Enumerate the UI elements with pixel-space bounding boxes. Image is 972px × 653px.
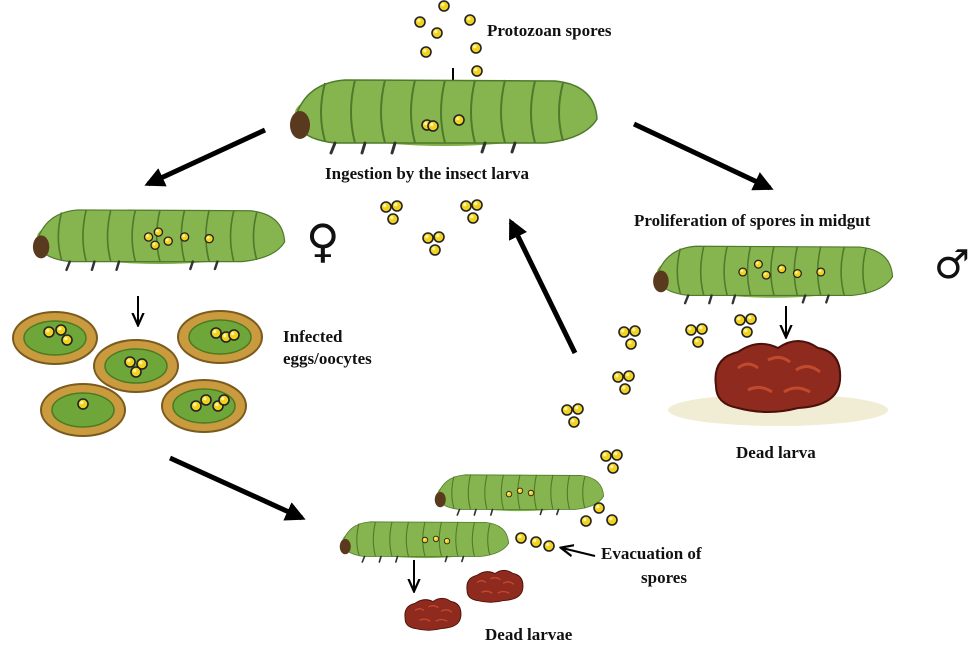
- arrow-top-to-right: [634, 124, 770, 188]
- infected-eggs: [13, 311, 262, 436]
- larva-evacuating-upper: [435, 475, 604, 515]
- male-symbol: ♂: [934, 245, 970, 285]
- female-symbol: ♀: [306, 218, 340, 264]
- arrow-eggs-to-bottom: [170, 458, 302, 518]
- label-infected-line2: eggs/oocytes: [283, 348, 372, 369]
- label-evacuation-line1: Evacuation of: [601, 543, 702, 564]
- label-ingestion: Ingestion by the insect larva: [325, 163, 529, 184]
- larva-female: [33, 210, 285, 270]
- dead-larvae-bottom: [405, 570, 523, 630]
- arrow-to-evacuation-spores: [562, 548, 595, 556]
- label-proliferation: Proliferation of spores in midgut: [634, 210, 870, 231]
- dead-larva-right: [668, 341, 888, 426]
- larva-ingestion: [290, 80, 597, 153]
- arrow-top-to-left: [148, 130, 265, 184]
- label-evacuation-line2: spores: [641, 567, 687, 588]
- label-protozoan-spores: Protozoan spores: [487, 20, 612, 41]
- label-infected-line1: Infected: [283, 326, 342, 347]
- label-dead-larva: Dead larva: [736, 442, 816, 463]
- falling-spores: [415, 1, 482, 76]
- larva-male: [653, 246, 892, 303]
- arrow-spores-to-top: [511, 222, 575, 353]
- label-dead-larvae: Dead larvae: [485, 624, 572, 645]
- larva-evacuating-lower: [340, 522, 509, 562]
